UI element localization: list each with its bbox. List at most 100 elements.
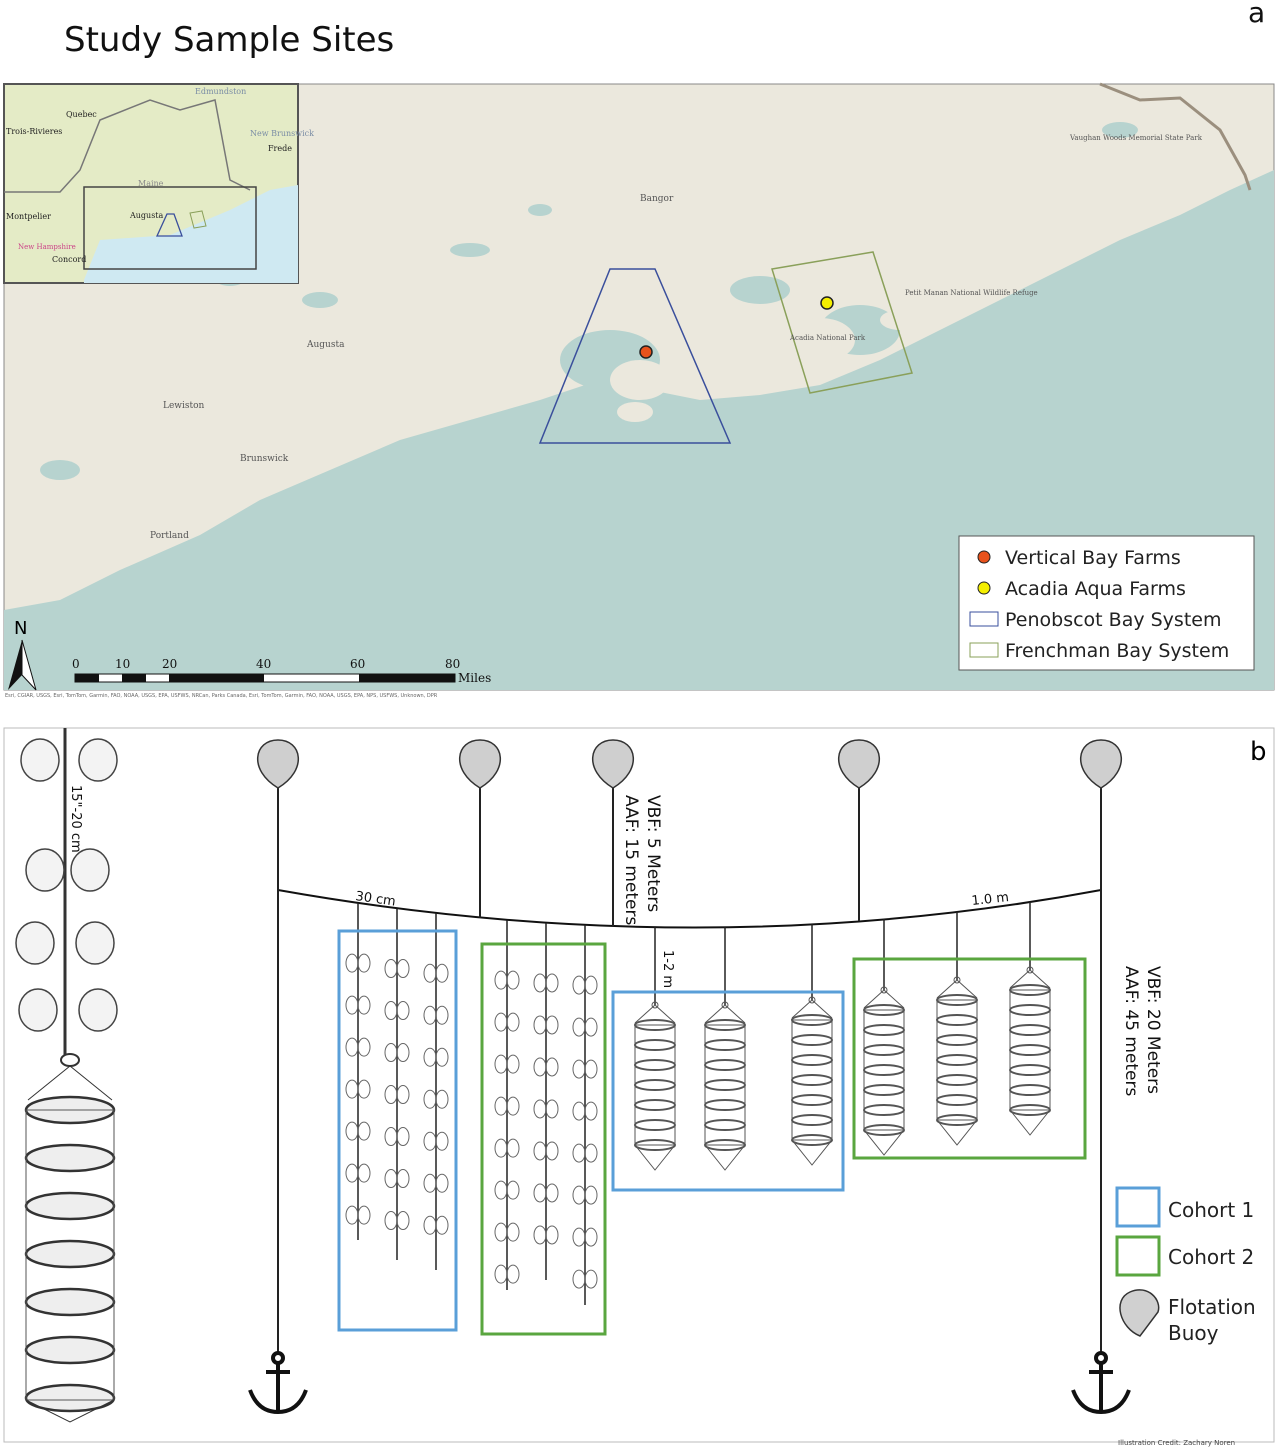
legend-dot-icon xyxy=(977,581,991,595)
scallop-icon xyxy=(396,959,410,979)
lantern-tier xyxy=(24,1143,116,1173)
flotation-buoy-icon xyxy=(1119,1289,1160,1337)
scallop-icon xyxy=(506,1054,520,1074)
scallop-icon xyxy=(506,970,520,990)
scallop-icon xyxy=(435,1005,449,1025)
study-sites-map: Bangor Augusta Lewiston Brunswick Portla… xyxy=(3,82,1275,699)
label-augusta: Augusta xyxy=(306,340,345,350)
vertical-bay-farms-marker[interactable] xyxy=(639,345,653,359)
inset-label: New Hampshire xyxy=(18,243,76,251)
flotation-buoy-icon xyxy=(459,739,501,789)
north-label: N xyxy=(14,618,27,639)
scale-tick: 10 xyxy=(115,657,130,671)
inset-label: Maine xyxy=(138,179,164,188)
inset-extent-box xyxy=(83,186,257,270)
scale-tick: 40 xyxy=(256,657,271,671)
scallop-icon xyxy=(506,1096,520,1116)
label-acadia: Acadia National Park xyxy=(789,334,866,342)
mainline xyxy=(277,889,1102,929)
illustration-credit: Illustration Credit: Zachary Noren xyxy=(1118,1439,1235,1447)
scallop-icon xyxy=(584,1143,598,1163)
legend-label: Cohort 1 xyxy=(1168,1198,1254,1222)
scallop-icon xyxy=(357,1205,371,1225)
inset-label: Quebec xyxy=(66,110,97,119)
scallop-icon xyxy=(435,1089,449,1109)
spacing-1m-label: 1.0 m xyxy=(971,890,1010,909)
inset-label: Trois-Rivieres xyxy=(6,127,62,136)
scallop-icon xyxy=(78,738,118,782)
anchor-icon xyxy=(1071,1351,1131,1415)
scallop-icon xyxy=(357,1079,371,1099)
inset-label: Montpelier xyxy=(6,212,51,221)
scallop-icon xyxy=(435,1173,449,1193)
legend-dot-icon xyxy=(977,550,991,564)
label-brunswick: Brunswick xyxy=(240,454,289,464)
lantern-net-icon xyxy=(1009,966,1051,1136)
inset-label: Augusta xyxy=(129,211,164,220)
scallop-icon xyxy=(357,1037,371,1057)
map-attribution: Esri, CGIAR, USGS, Esri, TomTom, Garmin,… xyxy=(5,693,438,699)
scallop-icon xyxy=(506,1180,520,1200)
scale-unit: Miles xyxy=(458,671,491,685)
scallop-icon xyxy=(584,1059,598,1079)
scallop-icon xyxy=(357,1163,371,1183)
depth-near-vbf: VBF: 5 Meters xyxy=(643,795,663,912)
lantern-net-icon xyxy=(863,986,905,1156)
scallop-icon xyxy=(396,1211,410,1231)
scallop-icon xyxy=(506,1138,520,1158)
flotation-buoy-icon xyxy=(257,739,299,789)
depth-near-aaf: AAF: 15 meters xyxy=(621,795,641,925)
flotation-buoy-icon xyxy=(1080,739,1122,789)
legend-label: Vertical Bay Farms xyxy=(1005,547,1181,569)
drop-length-label: 1-2 m xyxy=(660,950,675,988)
inset-label: Frede xyxy=(268,144,292,153)
cohort-1-box xyxy=(337,929,458,1332)
lantern-tier xyxy=(24,1335,116,1365)
legend-label: Acadia Aqua Farms xyxy=(1005,578,1186,600)
scallop-icon xyxy=(584,975,598,995)
scallop-icon xyxy=(75,921,115,965)
acadia-aqua-farms-marker[interactable] xyxy=(820,296,834,310)
scallop-icon xyxy=(584,1185,598,1205)
scallop-icon xyxy=(15,921,55,965)
scallop-icon xyxy=(18,988,58,1032)
scallop-icon xyxy=(584,1017,598,1037)
panel-a-letter: a xyxy=(1248,0,1266,29)
scallop-icon xyxy=(396,1169,410,1189)
lantern-net-icon xyxy=(936,976,978,1146)
scallop-icon xyxy=(78,988,118,1032)
lantern-net-icon xyxy=(704,1001,746,1171)
scallop-icon xyxy=(357,1121,371,1141)
scale-tick: 60 xyxy=(350,657,365,671)
scallop-icon xyxy=(396,1085,410,1105)
scallop-icon xyxy=(506,1264,520,1284)
legend-label: Cohort 2 xyxy=(1168,1245,1254,1269)
cohort-2-box xyxy=(480,942,607,1336)
lantern-net-icon xyxy=(791,996,833,1166)
hanging-gear-illustration xyxy=(15,728,118,1423)
scallop-icon xyxy=(435,1047,449,1067)
depth-far-vbf: VBF: 20 Meters xyxy=(1143,966,1163,1094)
scallop-icon xyxy=(435,963,449,983)
cohort-2-swatch xyxy=(1115,1235,1161,1277)
scallop-icon xyxy=(435,1215,449,1235)
longline-diagram: b 30 cm 1.0 m 1-2 m 15"-20 cm VBF: 5 Met… xyxy=(3,727,1275,1447)
flotation-buoy-icon xyxy=(592,739,634,789)
legend-label: Frenchman Bay System xyxy=(1005,640,1229,662)
scallop-icon xyxy=(545,1183,559,1203)
label-petit-manan: Petit Manan National Wildlife Refuge xyxy=(905,289,1038,297)
scallop-icon xyxy=(20,738,60,782)
cohort-2-box xyxy=(852,957,1087,1160)
penobscot-bay-system-outline xyxy=(538,268,732,444)
frenchman-bay-system-outline xyxy=(771,251,913,394)
map-islands xyxy=(610,310,920,422)
label-portland: Portland xyxy=(150,531,189,541)
scallop-icon xyxy=(435,1131,449,1151)
inset-label: Edmundston xyxy=(195,87,246,96)
scallop-icon xyxy=(357,995,371,1015)
lantern-tier xyxy=(24,1239,116,1269)
label-vaughan: Vaughan Woods Memorial State Park xyxy=(1069,134,1203,142)
legend-label: Penobscot Bay System xyxy=(1005,609,1221,631)
